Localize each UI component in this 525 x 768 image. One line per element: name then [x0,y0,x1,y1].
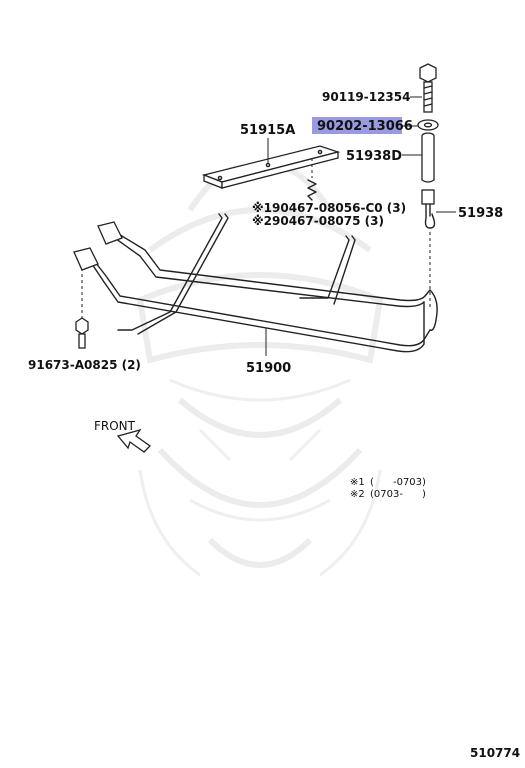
label-clip-1[interactable]: 90467-08056-C0 (3) [272,201,406,215]
bolt-left [75,268,89,349]
label-bolt-left[interactable]: 91673-A0825 (2) [28,358,141,372]
note-mark-1: ※1 [350,477,365,488]
label-frame[interactable]: 51900 [246,361,291,376]
hold-down-plate [201,145,341,189]
clip [307,158,317,201]
note-text-1: ( -0703) [370,477,426,488]
label-clip-2[interactable]: 90467-08075 (3) [272,214,384,228]
label-sleeve[interactable]: 51938D [346,149,402,164]
label-clip-mark-2: ※2 [252,214,272,228]
label-plate[interactable]: 51915A [240,123,295,138]
label-washer-highlighted[interactable]: 90202-13066 [317,119,413,134]
highlight-box [312,117,402,134]
label-clip-mark-1: ※1 [252,201,272,215]
hook [421,189,436,229]
note-text-2: (0703- ) [370,489,426,500]
sleeve [421,132,435,183]
washer [417,119,439,131]
battery-frame [73,213,438,356]
label-bolt-top[interactable]: 90119-12354 [322,90,410,104]
diagram-id: 510774 [470,746,520,760]
bolt-top [419,63,437,113]
front-label: FRONT [94,419,136,433]
note-mark-2: ※2 [350,489,365,500]
label-hook[interactable]: 51938 [458,206,503,221]
front-arrow-icon [116,428,152,453]
